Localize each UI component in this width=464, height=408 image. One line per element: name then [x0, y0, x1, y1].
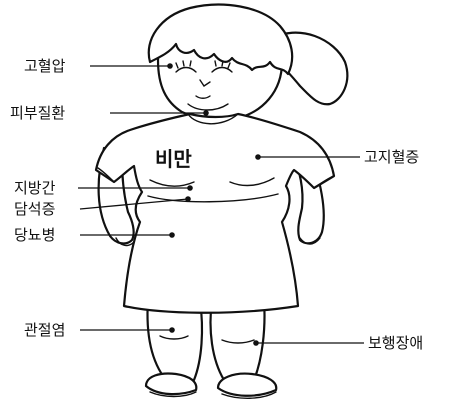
- label-gait-disorder: 보행장애: [368, 334, 423, 352]
- marker-hypertension: [167, 63, 173, 69]
- left-knee: [159, 335, 189, 340]
- right-hand: [299, 237, 321, 245]
- chest-fold-right: [229, 177, 275, 187]
- leader-lines: [78, 63, 364, 346]
- right-lashes: [214, 60, 231, 69]
- leader-gallstones: [79, 198, 189, 210]
- left-lashes: [175, 60, 192, 69]
- right-sleeve-edge: [313, 175, 335, 189]
- chest-fold-left: [149, 179, 195, 187]
- right-shoe-sole: [221, 391, 277, 399]
- marker-hyperlipidemia: [255, 154, 261, 160]
- marker-fatty-liver: [187, 185, 193, 191]
- figure-title: 비만: [155, 147, 192, 171]
- collar: [187, 113, 239, 125]
- left-shoe: [144, 372, 198, 396]
- marker-gait: [253, 340, 259, 346]
- left-sleeve-edge: [97, 167, 115, 183]
- label-hyperlipidemia: 고지혈증: [364, 148, 419, 166]
- label-diabetes: 당뇨병: [14, 226, 55, 244]
- marker-gallstones: [185, 196, 191, 202]
- mouth: [195, 95, 211, 99]
- hair-shape: [147, 3, 294, 76]
- label-gallstones: 담석증: [14, 200, 55, 218]
- label-fatty-liver: 지방간: [14, 179, 56, 197]
- nose: [199, 79, 211, 87]
- right-eye: [211, 66, 233, 73]
- left-shoe-sole: [149, 391, 197, 398]
- double-chin: [187, 103, 229, 111]
- marker-diabetes: [169, 232, 175, 238]
- right-knee: [221, 339, 255, 344]
- obese-person-illustration: [94, 3, 349, 399]
- left-eye: [175, 66, 197, 73]
- condition-labels: 고혈압 피부질환 고지혈증 지방간 담석증 당뇨병 관절염 보행장애: [10, 57, 423, 352]
- dress: [94, 112, 336, 314]
- marker-arthritis: [169, 327, 175, 333]
- label-skin-disease: 피부질환: [10, 104, 65, 122]
- label-hypertension: 고혈압: [24, 57, 66, 75]
- label-arthritis: 관절염: [24, 321, 65, 339]
- belly-fold: [147, 193, 279, 203]
- left-hand: [115, 237, 135, 247]
- marker-skin: [203, 110, 209, 116]
- right-shoe: [216, 372, 278, 397]
